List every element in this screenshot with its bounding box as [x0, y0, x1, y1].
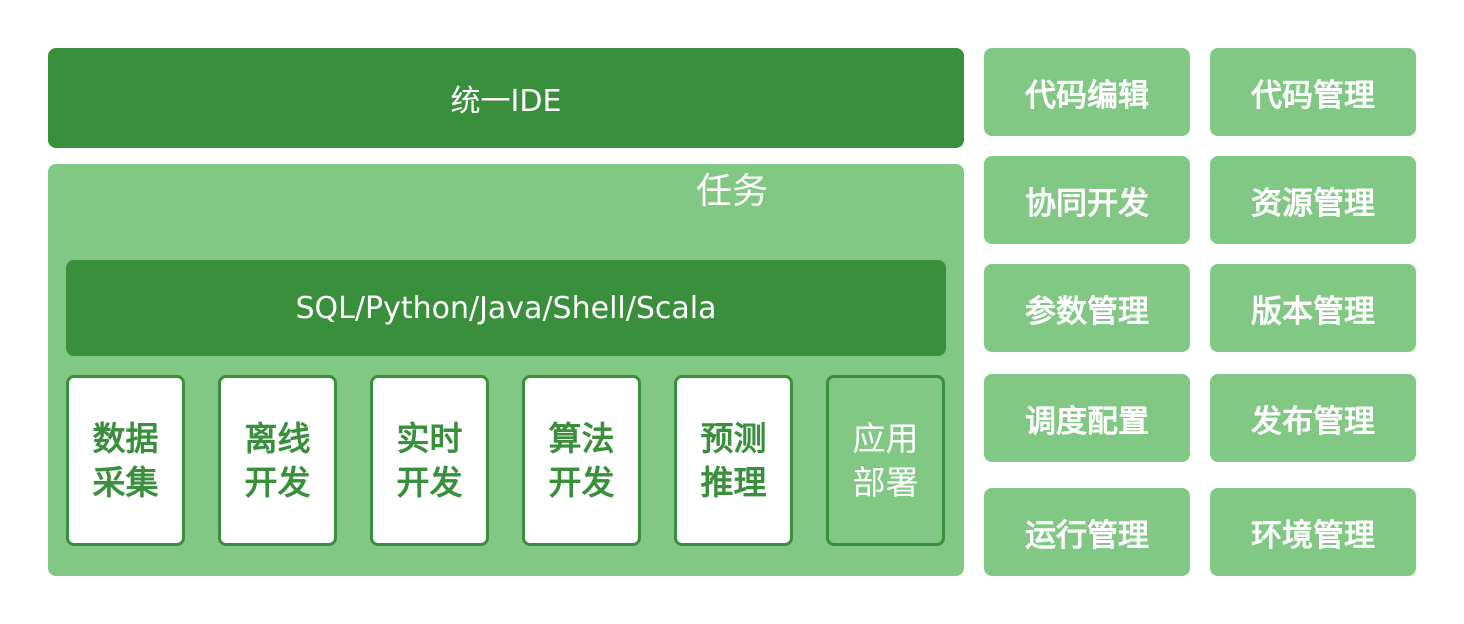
task-card-line: 数据 — [92, 418, 159, 458]
task-card-line: 预测 — [700, 418, 767, 458]
task-card-line: 采集 — [92, 462, 159, 502]
unified-ide-bar: 统一IDE — [48, 48, 964, 148]
feature-code-management: 代码管理 — [1210, 48, 1416, 136]
feature-label: 资源管理 — [1251, 185, 1375, 222]
feature-label: 协同开发 — [1025, 185, 1149, 222]
feature-version-management: 版本管理 — [1210, 264, 1416, 352]
languages-bar: SQL/Python/Java/Shell/Scala — [66, 260, 946, 356]
feature-release-management: 发布管理 — [1210, 374, 1416, 462]
task-card-algorithm-dev: 算法 开发 — [522, 375, 641, 546]
feature-label: 版本管理 — [1251, 293, 1375, 330]
task-card-realtime-dev: 实时 开发 — [370, 375, 489, 546]
unified-ide-label: 统一IDE — [450, 84, 562, 119]
feature-code-editing: 代码编辑 — [984, 48, 1190, 136]
feature-label: 调度配置 — [1025, 403, 1149, 440]
task-card-line: 开发 — [396, 462, 463, 502]
task-card-line: 应用 — [852, 418, 919, 458]
feature-label: 代码编辑 — [1025, 77, 1149, 114]
task-panel-title: 任务 — [695, 171, 768, 212]
feature-label: 运行管理 — [1025, 517, 1149, 554]
feature-schedule-config: 调度配置 — [984, 374, 1190, 462]
feature-label: 参数管理 — [1025, 293, 1149, 330]
task-card-line: 推理 — [700, 462, 767, 502]
task-card-line: 开发 — [244, 462, 311, 502]
feature-resource-management: 资源管理 — [1210, 156, 1416, 244]
feature-label: 发布管理 — [1251, 403, 1375, 440]
feature-label: 环境管理 — [1251, 517, 1375, 554]
feature-collaborative-dev: 协同开发 — [984, 156, 1190, 244]
task-card-line: 部署 — [852, 462, 919, 502]
feature-label: 代码管理 — [1251, 77, 1375, 114]
task-card-app-deploy: 应用 部署 — [826, 375, 945, 546]
task-card-line: 开发 — [548, 462, 615, 502]
task-card-offline-dev: 离线 开发 — [218, 375, 337, 546]
task-card-line: 离线 — [244, 418, 311, 458]
task-card-prediction-inference: 预测 推理 — [674, 375, 793, 546]
task-card-line: 实时 — [396, 418, 463, 458]
task-card-line: 算法 — [548, 418, 615, 458]
feature-parameter-management: 参数管理 — [984, 264, 1190, 352]
languages-label: SQL/Python/Java/Shell/Scala — [295, 290, 717, 326]
feature-environment-management: 环境管理 — [1210, 488, 1416, 576]
task-card-data-collection: 数据 采集 — [66, 375, 185, 546]
task-panel — [48, 164, 964, 576]
feature-run-management: 运行管理 — [984, 488, 1190, 576]
